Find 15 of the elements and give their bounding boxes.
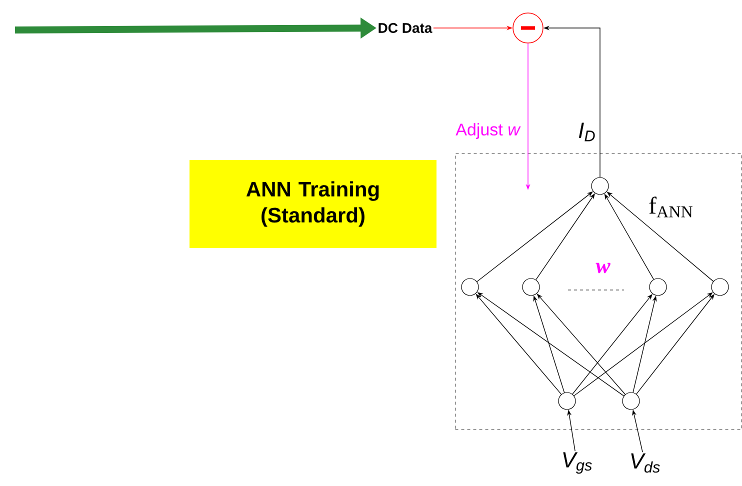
neuron-circle [622, 392, 640, 410]
neuron-circle [461, 278, 479, 296]
input-label: V$_{gs}$ [563, 452, 592, 474]
edge-label: Adjust w [456, 123, 521, 139]
data-label: DC Data [378, 23, 432, 33]
neuron-circle [591, 177, 609, 195]
neuron-circle [522, 278, 540, 296]
edge-label: I$_{D}$ [578, 122, 595, 142]
title-box: ANN Training (Standard) [190, 160, 436, 248]
weight-label: w [596, 262, 610, 274]
neuron-circle [711, 278, 729, 296]
input-label: V$_{ds}$ [631, 453, 660, 473]
neuron-circle [558, 392, 576, 410]
subtractor-circle [512, 12, 544, 44]
neuron-circle [649, 278, 667, 296]
